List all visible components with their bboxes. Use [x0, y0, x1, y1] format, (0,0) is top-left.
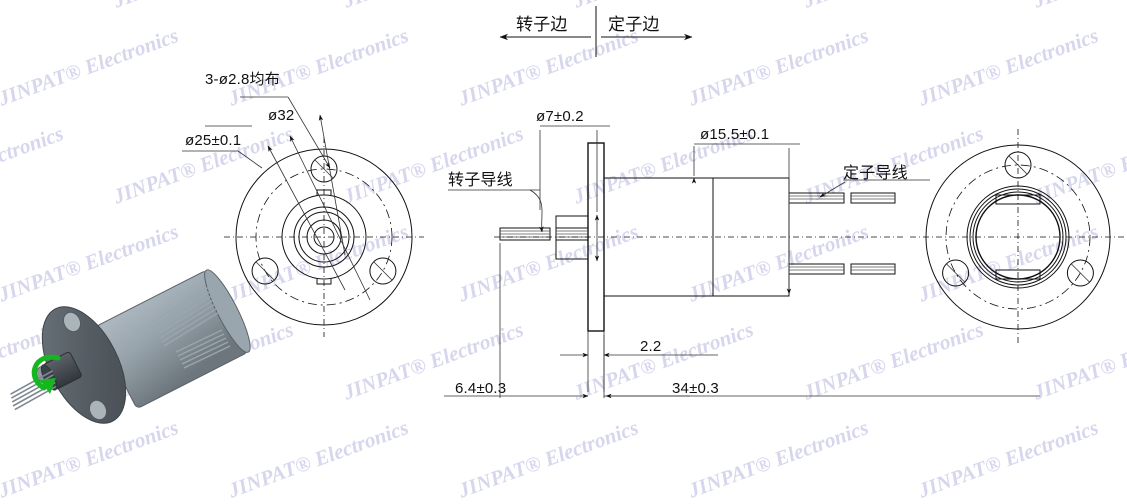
stator-lead-leader — [819, 179, 930, 198]
left-view-hole-pattern-label: 3-ø2.8均布 — [205, 71, 280, 88]
header-stator-label: 定子边 — [608, 15, 660, 35]
stator-wires — [788, 192, 896, 275]
flange-thickness-label: 2.2 — [640, 338, 662, 355]
header-rotor-label: 转子边 — [516, 15, 568, 35]
left-view-outer-dia-label: ø32 — [268, 107, 295, 124]
right-view-geometry — [910, 129, 1126, 345]
green-rotation-arrow — [31, 354, 61, 391]
rotor-lead-leader — [448, 189, 544, 233]
rotor-lead-label: 转子导线 — [448, 170, 513, 189]
product-photo — [10, 269, 251, 424]
left-view-geometry — [182, 96, 424, 337]
rotor-length-label: 6.4±0.3 — [455, 380, 507, 397]
header-arrows — [499, 6, 693, 57]
body-length-label: 34±0.3 — [672, 380, 719, 397]
left-view-bolt-circle-label: ø25±0.1 — [185, 132, 242, 149]
center-view-geometry — [444, 125, 1040, 399]
shaft-dia-label: ø7±0.2 — [536, 108, 584, 125]
body-dia-label: ø15.5±0.1 — [700, 126, 770, 143]
stator-lead-label: 定子导线 — [843, 163, 908, 182]
